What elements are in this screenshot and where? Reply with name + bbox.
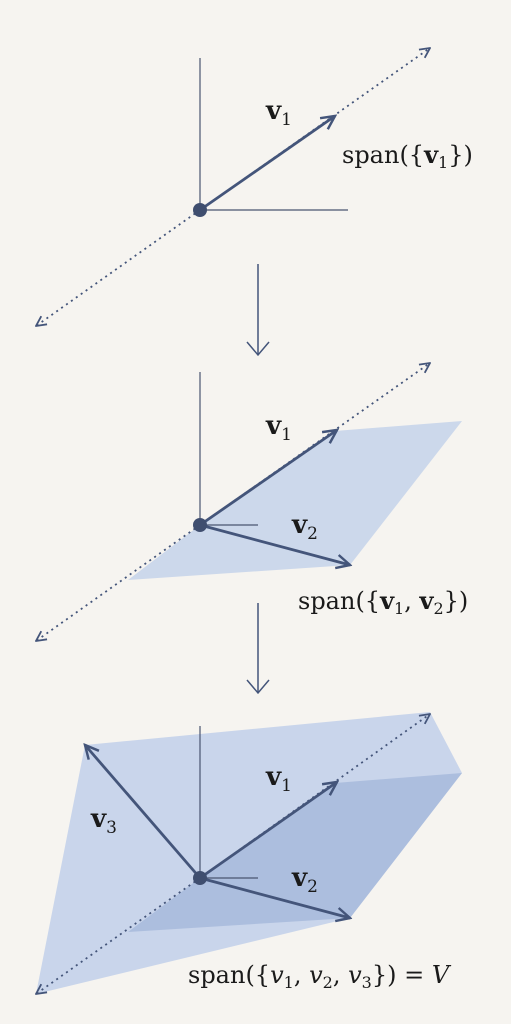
vector-v1: [199, 430, 337, 527]
vector-v1-label: v1: [265, 411, 292, 445]
stage-2: v1 v2 span({v1, v2}): [36, 363, 468, 641]
vector-v3-label: v3: [90, 804, 117, 838]
span-line: [199, 714, 430, 879]
vector-v2-label: v2: [291, 510, 318, 544]
origin-dot: [193, 203, 207, 217]
stage-1: v1 span({v1}): [36, 48, 473, 326]
span-plane: [128, 421, 462, 580]
span-line: [199, 363, 430, 526]
origin-dot: [193, 871, 207, 885]
vector-v2-label: v2: [291, 863, 318, 897]
span-label: span({v1, v2, v3}) = V: [188, 961, 452, 992]
vector-v1-label: v1: [265, 96, 292, 130]
stage-3: v1 v2 v3 span({v1, v2, v3}) = V: [36, 712, 462, 994]
vector-v3: [85, 745, 202, 879]
span-plane: [128, 773, 462, 932]
vector-v2: [199, 876, 350, 918]
span-label: span({v1, v2}): [298, 586, 468, 618]
span-line: [199, 48, 430, 211]
span-label: span({v1}): [342, 140, 473, 172]
vector-v1: [199, 116, 335, 212]
vector-v2: [199, 523, 350, 565]
origin-dot: [193, 518, 207, 532]
transition-arrow: [246, 603, 270, 695]
vector-v1: [199, 782, 337, 880]
span-line: [36, 524, 201, 641]
span-line: [36, 209, 201, 326]
transition-arrow: [246, 264, 270, 357]
vector-v1-label: v1: [265, 762, 292, 796]
